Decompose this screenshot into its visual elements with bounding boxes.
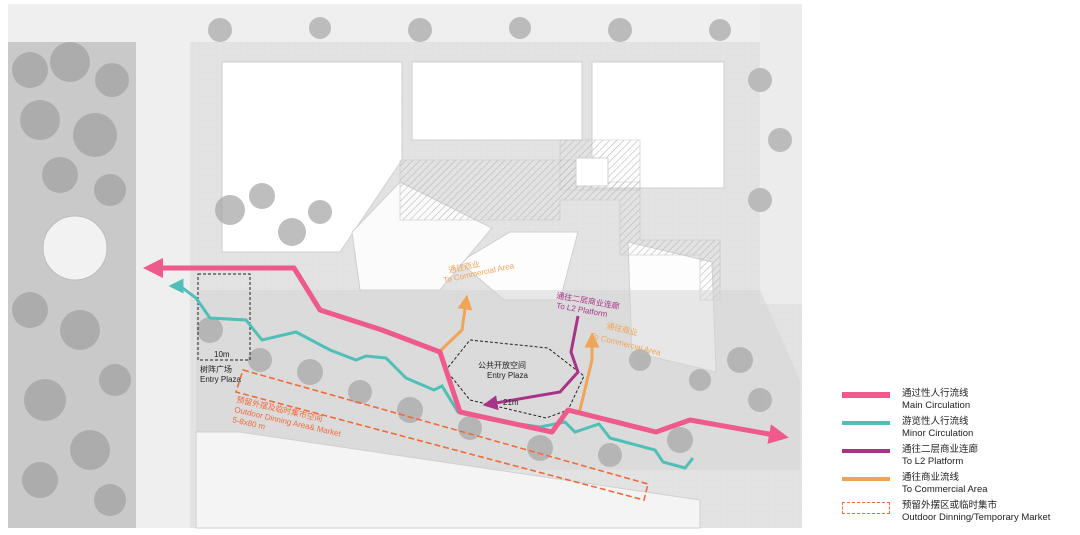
route-commercial-b: [577, 332, 600, 415]
legend-item-main: 通过性人行流线 Main Circulation: [842, 388, 1078, 416]
route-commercial-a: [437, 294, 473, 354]
legend-item-minor: 游览性人行流线 Minor Circulation: [842, 416, 1078, 444]
legend: 通过性人行流线 Main Circulation 游览性人行流线 Minor C…: [842, 388, 1078, 528]
legend-label-en: To L2 Platform: [902, 456, 964, 467]
legend-item-market: 预留外摆区或临时集市 Outdoor Dinning/Temporary Mar…: [842, 500, 1078, 528]
legend-label-cn: 通过性人行流线: [902, 388, 969, 399]
legend-swatch-l2: [842, 449, 890, 453]
ten-meter-label: 10m: [214, 350, 230, 359]
public-plaza-label-cn: 公共开放空间: [478, 360, 526, 370]
route-l2-platform: [482, 315, 580, 411]
legend-label-cn: 通往商业流线: [902, 472, 960, 483]
route-minor-circulation: [168, 278, 695, 470]
legend-label-cn: 游览性人行流线: [902, 416, 969, 427]
twentyone-meter-label: 21m: [503, 398, 519, 407]
legend-label-en: Main Circulation: [902, 400, 971, 411]
market-zone: [234, 369, 649, 501]
legend-item-l2: 通往二层商业连廊 To L2 Platform: [842, 444, 1078, 472]
public-plaza-label-en: Entry Plaza: [487, 371, 528, 380]
legend-swatch-commercial: [842, 477, 890, 481]
entry-plaza-label-cn: 树阵广场: [200, 364, 232, 374]
legend-swatch-market: [842, 502, 890, 514]
legend-label-en: Minor Circulation: [902, 428, 974, 439]
route-main-circulation: [158, 265, 789, 444]
legend-swatch-minor: [842, 421, 890, 425]
map-base: [8, 4, 802, 529]
legend-item-commercial: 通往商业流线 To Commercial Area: [842, 472, 1078, 500]
legend-label-en: To Commercial Area: [902, 484, 988, 495]
legend-label-cn: 通往二层商业连廊: [902, 444, 979, 455]
round-pavilion: [42, 215, 108, 281]
legend-label-cn: 预留外摆区或临时集市: [902, 500, 998, 511]
entry-plaza-zone: [197, 273, 251, 361]
legend-swatch-main: [842, 392, 890, 398]
entry-plaza-label-en: Entry Plaza: [200, 375, 241, 384]
legend-label-en: Outdoor Dinning/Temporary Market: [902, 512, 1051, 523]
